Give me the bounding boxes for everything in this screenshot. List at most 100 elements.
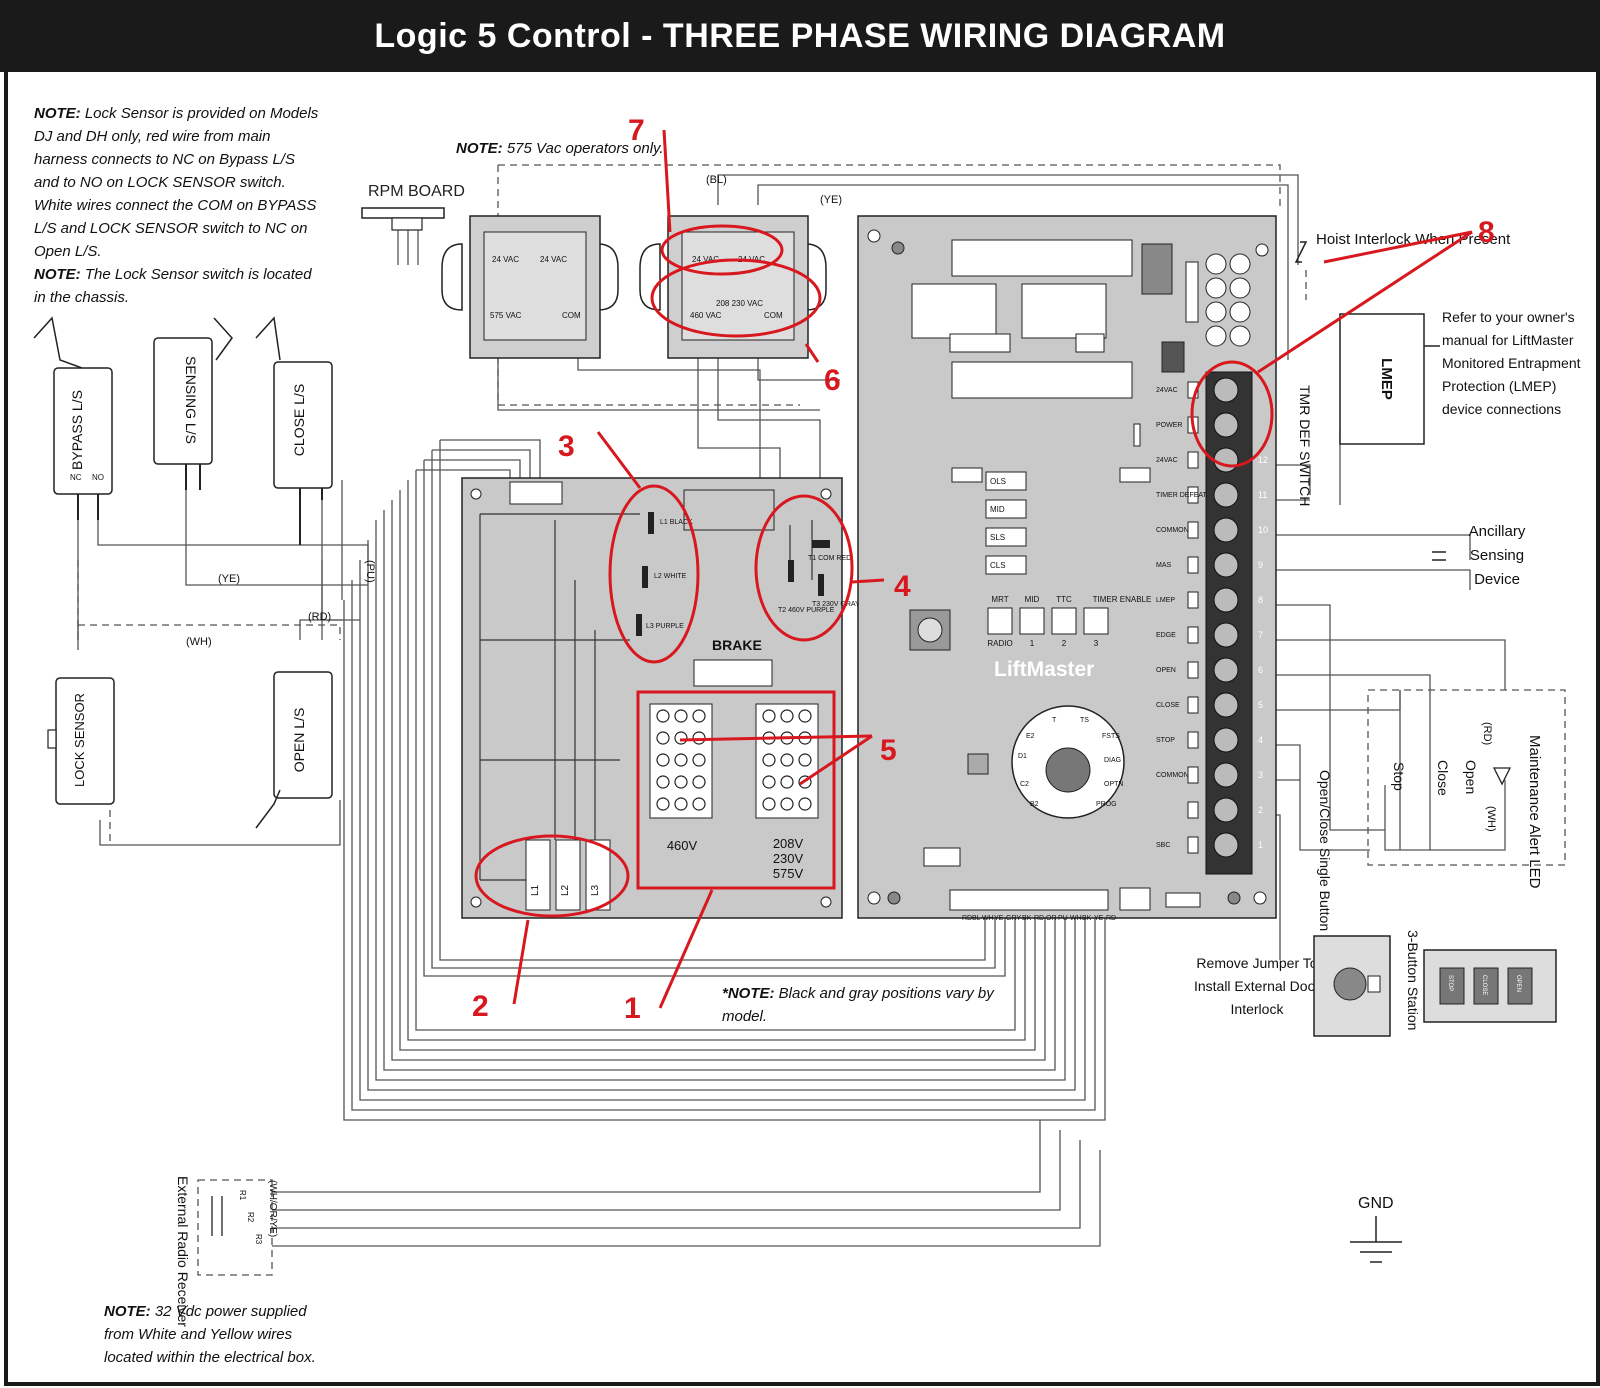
terminal-screw[interactable] [1213,587,1239,613]
v460-label: 460V [667,838,698,853]
remove-jumper-box: Remove Jumper To Install External Door I… [1194,955,1320,1017]
callout-8: 8 [1478,216,1495,249]
pin-label: WH [982,915,994,922]
no-pin: NO [92,473,104,482]
sensing-switch: SENSING L/S [153,317,233,490]
transformer-face [681,231,795,341]
button-label: TTC [1056,595,1072,604]
terminal-label: POWER [1156,422,1182,429]
sensing-label: SENSING L/S [183,356,199,444]
terminal-screw[interactable] [1213,517,1239,543]
bl-wire-label: (BL) [706,174,727,186]
note-text: Black and gray positions vary by model. [722,985,994,1025]
pin-label: RD [1034,915,1044,922]
wire-terminals [636,512,830,636]
programming-buttons: MRT MID TTC TIMER ENABLE RADIO 1 2 3 [987,595,1151,648]
ye-wire-label-top: (YE) [820,194,842,206]
rd-wire-label: (RD) [1481,722,1493,745]
note-text: 32 Vdc power supplied from White and Yel… [104,1303,316,1366]
wh-wire-label: (WH) [186,636,212,648]
pin-label: BL [972,915,981,922]
terminal-screw[interactable] [1213,832,1239,858]
terminal-number: 7 [1258,630,1263,640]
station-button[interactable] [1333,967,1367,1001]
switch-body [273,361,333,489]
stop-button[interactable] [1439,967,1465,1005]
dial-pos: D1 [1018,753,1027,760]
terminal-label: 24VAC [1156,387,1178,394]
terminal-screw[interactable] [1213,727,1239,753]
terminal-label: LMEP [1156,597,1175,604]
dial-knob[interactable] [1045,747,1091,793]
t3-tag: T3 230V GRAY [812,601,860,608]
page-title: Logic 5 Control - THREE PHASE WIRING DIA… [0,0,1600,72]
timer-enable-button[interactable] [1083,607,1109,635]
terminal-screw[interactable] [1213,657,1239,683]
callout-line-terminals [474,834,630,918]
power-board: L1 BLACK L2 WHITE L3 PURPLE T1 COM RED T… [461,477,860,919]
mount-hole [891,241,905,255]
terminal-screw[interactable] [1213,797,1239,823]
callout-4: 4 [894,570,911,603]
terminal-label: MAS [1156,562,1172,569]
nc-pin: NC [70,473,82,482]
callout-voltage-plugs [636,690,836,890]
callout-shapes [474,129,1473,1009]
terminal-screw[interactable] [1213,377,1239,403]
close-button[interactable] [1473,967,1499,1005]
button-sub: 2 [1062,639,1067,648]
terminal-led [1187,836,1199,854]
station-indicator [1367,975,1381,993]
callout-power-terminals [1190,360,1274,468]
terminal-number: 8 [1258,595,1263,605]
terminal-number: 6 [1258,665,1263,675]
led-label: CLS [990,561,1006,570]
terminal-number: 3 [1258,770,1263,780]
dial-pos: E2 [1026,733,1035,740]
mid-connector [951,361,1133,399]
led-labels: OLS MID SLS CLS [990,477,1006,570]
external-radio-label: External Radio Receiver [175,1176,191,1327]
terminal-screw[interactable] [1213,692,1239,718]
pin-label: BK [1022,915,1032,922]
mount-hole [470,488,482,500]
tap-com: COM [764,311,783,320]
terminal-screw[interactable] [1213,482,1239,508]
l2-tag: L2 WHITE [654,573,687,580]
top-connector [951,239,1133,277]
terminal-number: 11 [1258,490,1267,500]
title-text: Logic 5 Control - THREE PHASE WIRING DIA… [374,16,1226,55]
terminal-screw[interactable] [1213,447,1239,473]
wh-wire-label: (WH) [1485,806,1497,832]
t1-terminal [812,540,830,548]
term-l1: L1 [530,884,541,896]
terminal-led [1187,766,1199,784]
terminal-screw[interactable] [1213,622,1239,648]
ttc-button[interactable] [1051,607,1077,635]
wire-tags: L1 BLACK L2 WHITE L3 PURPLE T1 COM RED T… [646,519,860,630]
tmr-def-label: TMR DEF SWITCH [1297,385,1313,506]
pin-label: GRY [1006,915,1021,922]
open-button[interactable] [1507,967,1533,1005]
led-wire-labels: (RD) (WH) [1481,722,1497,832]
terminal-screw[interactable] [1213,552,1239,578]
mount-hole [887,891,901,905]
tap-24vac: 24 VAC [540,255,567,264]
station-contacts: Stop Close Open [1391,760,1479,796]
note-text: Lock Sensor is provided on Models DJ and… [34,105,319,260]
transformer-relay [1141,243,1173,295]
pin-label: RD [962,915,972,922]
terminal-number: 4 [1258,735,1263,745]
terminal-screw[interactable] [1213,762,1239,788]
ancillary-box: Ancillary Sensing Device [1469,523,1526,588]
rpm-board: RPM BOARD [361,183,465,231]
mid-button[interactable] [1019,607,1045,635]
terminal-led [1187,591,1199,609]
bottom-pin-labels: RD BL WH YE GRY BK RD OR PU WH BK YE RD [962,915,1116,922]
mrt-button[interactable] [987,607,1013,635]
terminal-screw[interactable] [1213,412,1239,438]
callout-6: 6 [824,364,841,397]
terminal-led [1187,486,1199,504]
callout-line [512,919,530,1005]
